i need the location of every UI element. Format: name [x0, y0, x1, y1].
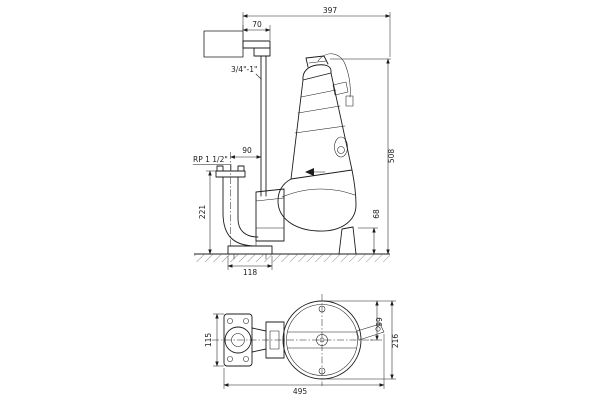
- dimension-flange: 115: [204, 313, 224, 367]
- dimension-plan-width: 495: [223, 334, 385, 396]
- plan-discharge-flange: [223, 313, 285, 367]
- ceiling-hatch: [203, 30, 244, 58]
- floor-section: [194, 253, 390, 262]
- base-plate: [227, 245, 273, 255]
- plan-coupling-block: [265, 321, 285, 359]
- rail-bracket: [242, 40, 271, 57]
- lifting-handle: [305, 55, 329, 68]
- dimension-bracket: 70: [242, 20, 271, 40]
- dimension-inlet-height: 68: [358, 209, 381, 255]
- dimension-rail-to-center: 90: [230, 146, 262, 159]
- support-leg: [338, 226, 357, 255]
- plan-view: 115 99 216 495: [204, 294, 400, 396]
- dimension-depth: 216: [322, 300, 400, 380]
- rail-size-label: 3/4"-1": [231, 65, 257, 74]
- ceiling-section: [203, 30, 244, 58]
- dim-495: 495: [293, 387, 308, 396]
- side-view: 397 70 3/4"-1" 90 RP 1 1/2" 221: [192, 6, 396, 277]
- pump-body: [277, 53, 357, 255]
- dim-118: 118: [243, 268, 258, 277]
- discharge-elbow: [215, 152, 273, 260]
- dimension-half-depth: 99: [322, 300, 396, 341]
- dimension-overall-height: 508: [330, 58, 396, 255]
- label-discharge-thread: RP 1 1/2": [192, 155, 232, 171]
- dim-68: 68: [372, 209, 381, 219]
- coupling-claw: [255, 188, 285, 242]
- dim-70: 70: [252, 20, 262, 29]
- motor-housing: [290, 72, 353, 180]
- volute-housing: [277, 169, 357, 232]
- dimension-overall-width: 397: [242, 6, 391, 57]
- thread-label: RP 1 1/2": [193, 155, 228, 164]
- cable-plug: [345, 95, 354, 107]
- nameplate: [334, 136, 348, 158]
- dimension-discharge-height: 221: [198, 170, 216, 255]
- floor-hatch: [194, 254, 390, 262]
- plan-cable: [356, 323, 385, 341]
- motor-top-cap: [302, 64, 332, 81]
- label-rail-size: 3/4"-1": [231, 65, 262, 80]
- power-cable: [317, 53, 351, 98]
- dim-221: 221: [198, 205, 207, 220]
- dim-115: 115: [204, 333, 213, 348]
- dimension-base-width: 118: [227, 256, 273, 277]
- dim-216: 216: [391, 334, 400, 349]
- guide-rail: [260, 55, 267, 197]
- flow-arrow-icon: [305, 168, 314, 176]
- dim-90: 90: [242, 146, 252, 155]
- dim-99: 99: [375, 317, 384, 327]
- dim-508: 508: [387, 149, 396, 164]
- terminal-box: [332, 81, 349, 96]
- dim-397: 397: [323, 6, 338, 15]
